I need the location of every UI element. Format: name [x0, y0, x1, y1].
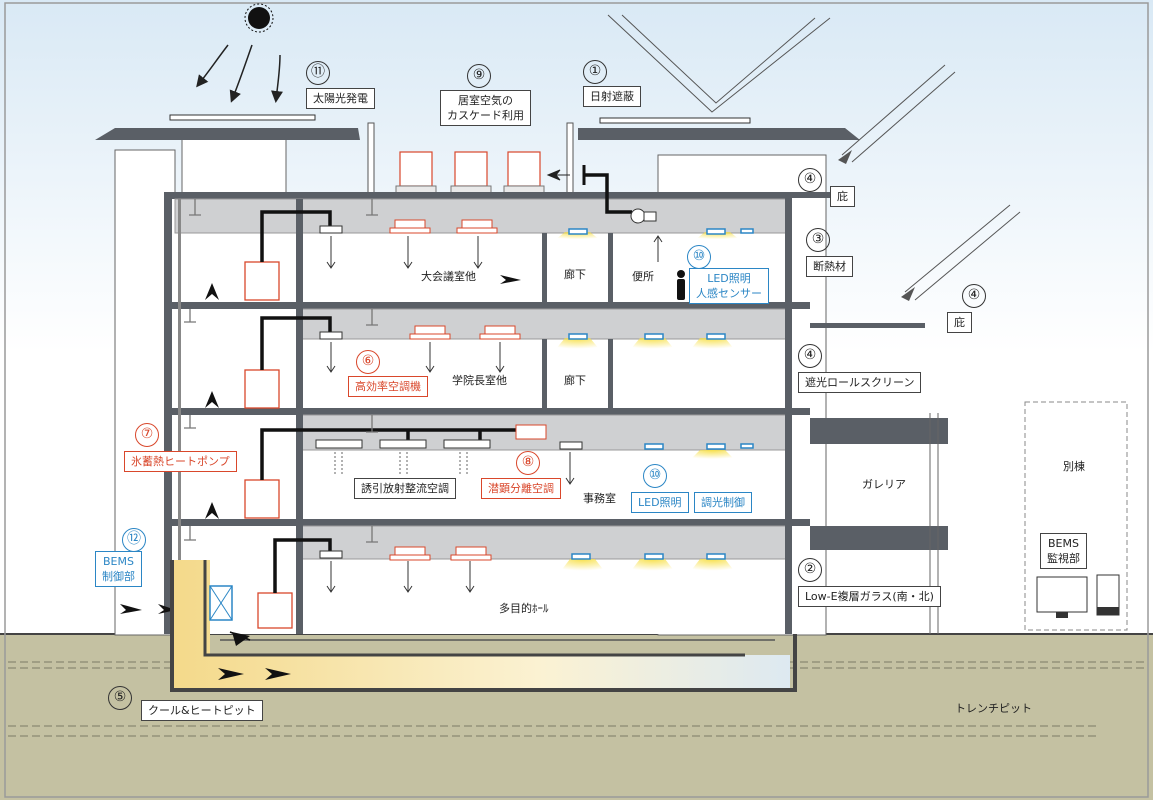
- sun-icon: [244, 3, 274, 33]
- label-led-sensor: LED照明 人感センサー: [689, 268, 769, 304]
- label-bems-monitor: BEMS 監視部: [1040, 533, 1087, 569]
- room-conference: 大会議室他: [421, 270, 476, 283]
- room-dean: 学院長室他: [452, 374, 507, 387]
- marker-9: ⑨: [467, 64, 491, 88]
- label-cascade: 居室空気の カスケード利用: [440, 90, 531, 126]
- label-blind: 遮光ロールスクリーン: [798, 372, 922, 393]
- room-multipurpose: 多目的ﾎｰﾙ: [499, 602, 549, 615]
- room-corridor-1: 廊下: [564, 268, 586, 281]
- label-led: LED照明: [631, 492, 689, 513]
- label-cool-heat-pit: クール&ヒートピット: [141, 700, 263, 721]
- room-galleria: ガレリア: [862, 478, 906, 491]
- label-trench-pit: トレンチピット: [955, 702, 1032, 715]
- person-icon: [677, 270, 685, 300]
- room-annex: 別棟: [1063, 460, 1085, 473]
- label-insulation: 断熱材: [806, 256, 853, 277]
- marker-12: ⑫: [122, 528, 146, 552]
- marker-3: ③: [806, 228, 830, 252]
- marker-7: ⑦: [135, 423, 159, 447]
- label-induction-ac: 誘引放射整流空調: [354, 478, 456, 499]
- marker-4c: ④: [798, 344, 822, 368]
- marker-2: ②: [798, 558, 822, 582]
- label-bems-control: BEMS 制御部: [95, 551, 142, 587]
- marker-4a: ④: [798, 168, 822, 192]
- marker-4b: ④: [962, 284, 986, 308]
- marker-6: ⑥: [356, 350, 380, 374]
- marker-10a: ⑩: [687, 245, 711, 269]
- label-latent-ac: 潜顕分離空調: [481, 478, 561, 499]
- label-solar-power: 太陽光発電: [306, 88, 375, 109]
- led-lights: [555, 232, 740, 572]
- label-dimming: 調光制御: [694, 492, 752, 513]
- roof-eave-left: [95, 128, 360, 140]
- label-eaves-mid: 庇: [947, 312, 972, 333]
- room-office: 事務室: [583, 492, 616, 505]
- label-sun-shading: 日射遮蔽: [583, 86, 641, 107]
- room-toilet: 便所: [632, 270, 654, 283]
- label-ice-storage: 氷蓄熱ヒートポンプ: [124, 451, 237, 472]
- roof-eave-right: [578, 128, 860, 140]
- cool-heat-pit: [172, 560, 790, 690]
- label-eaves-top: 庇: [830, 186, 855, 207]
- marker-10b: ⑩: [643, 464, 667, 488]
- marker-1: ①: [583, 60, 607, 84]
- marker-8: ⑧: [516, 451, 540, 475]
- room-corridor-2: 廊下: [564, 374, 586, 387]
- label-high-eff-ac: 高効率空調機: [348, 376, 428, 397]
- label-lowe-glass: Low-E複層ガラス(南・北): [798, 586, 941, 607]
- marker-5: ⑤: [108, 686, 132, 710]
- marker-11: ⑪: [306, 61, 330, 85]
